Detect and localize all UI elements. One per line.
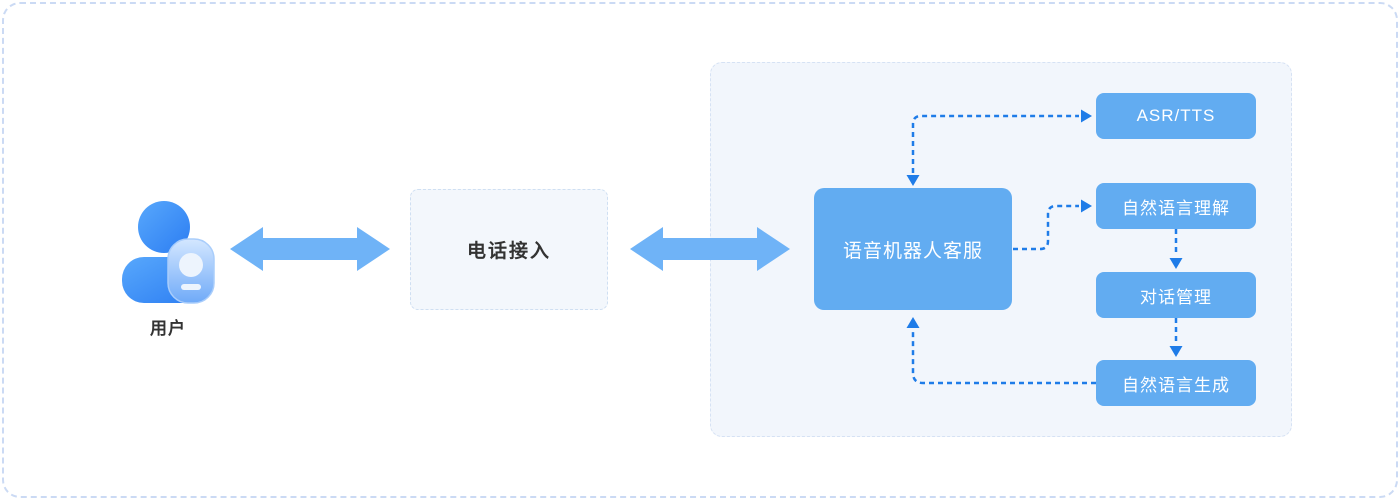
module-nlu: 自然语言理解 (1096, 183, 1256, 229)
module-asr-tts-label: ASR/TTS (1136, 106, 1216, 125)
user-icon (122, 201, 215, 304)
module-nlg: 自然语言生成 (1096, 360, 1256, 406)
module-dialog-management-label: 对话管理 (1140, 287, 1212, 307)
phone-access-node: 电话接入 (410, 189, 608, 310)
voice-bot-label: 语音机器人客服 (842, 240, 983, 262)
module-nlg-label: 自然语言生成 (1122, 375, 1230, 395)
user-label: 用户 (150, 319, 186, 338)
user-node: 用户 (116, 196, 220, 339)
voice-bot-node: 语音机器人客服 (814, 188, 1012, 310)
phone-access-label: 电话接入 (466, 241, 551, 262)
module-asr-tts: ASR/TTS (1096, 93, 1256, 139)
module-dialog-management: 对话管理 (1096, 272, 1256, 318)
module-nlu-label: 自然语言理解 (1122, 198, 1230, 218)
